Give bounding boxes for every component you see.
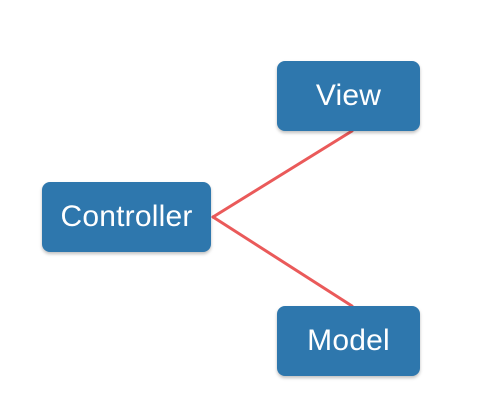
edge-controller-model bbox=[211, 215, 354, 308]
edge-controller-view bbox=[211, 129, 354, 219]
controller-node: Controller bbox=[42, 182, 211, 252]
model-node-label: Model bbox=[307, 324, 390, 357]
view-node-label: View bbox=[315, 79, 382, 112]
view-node: View bbox=[277, 61, 420, 131]
model-node: Model bbox=[277, 306, 420, 376]
controller-node-label: Controller bbox=[60, 200, 193, 233]
